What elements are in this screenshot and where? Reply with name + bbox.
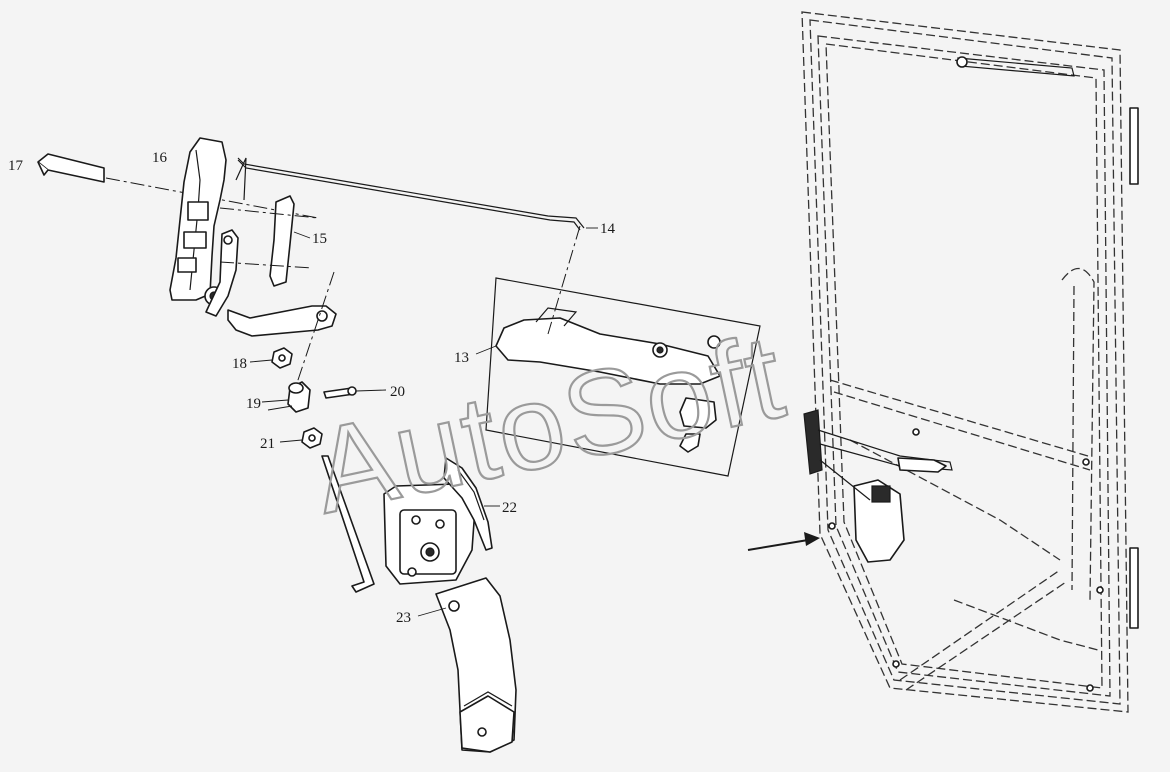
label-20: 20 bbox=[390, 384, 405, 400]
connecting-rod bbox=[321, 455, 375, 593]
label-15: 15 bbox=[312, 231, 327, 247]
lever-arm bbox=[227, 271, 337, 387]
part-21-nut bbox=[279, 427, 323, 449]
part-13-latch-assembly bbox=[475, 225, 761, 477]
label-19: 19 bbox=[246, 396, 261, 412]
part-18-nut bbox=[249, 347, 293, 369]
label-18: 18 bbox=[232, 356, 247, 372]
label-21: 21 bbox=[260, 436, 275, 452]
door-frame bbox=[801, 11, 1139, 713]
label-17: 17 bbox=[8, 158, 24, 174]
mounted-latch bbox=[803, 409, 953, 563]
part-19-bushing bbox=[261, 381, 311, 413]
direction-arrow bbox=[747, 532, 820, 551]
part-20-pin bbox=[323, 386, 387, 399]
part-15-pawl bbox=[219, 195, 319, 287]
part-16-lock-body bbox=[169, 137, 247, 317]
part-22-handle-bracket bbox=[383, 457, 500, 585]
part-23-handle-grip bbox=[417, 577, 517, 753]
label-23: 23 bbox=[396, 610, 411, 626]
label-22: 22 bbox=[502, 500, 517, 516]
label-13: 13 bbox=[454, 350, 469, 366]
label-16: 16 bbox=[152, 150, 168, 166]
label-14: 14 bbox=[600, 221, 616, 237]
part-14-rod bbox=[237, 157, 598, 231]
